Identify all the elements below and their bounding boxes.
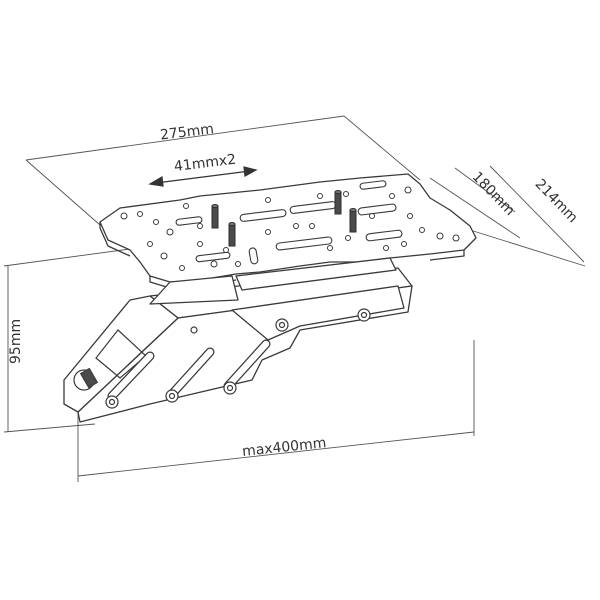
plate-hole	[223, 247, 229, 253]
dimension-lines	[3, 115, 586, 482]
plate-slot	[248, 247, 259, 265]
plate-hole	[345, 235, 351, 241]
plate-hole	[183, 203, 189, 209]
slot-1	[95, 329, 147, 379]
dim-hole-spacing-label: 41mmx2	[173, 152, 237, 175]
plate-hole	[153, 219, 159, 225]
plate-slot	[275, 236, 333, 251]
dim-width-bottom-label: max400mm	[241, 435, 327, 460]
bracket-bolts	[73, 308, 371, 409]
top-plate	[99, 173, 477, 305]
post-icon	[228, 223, 236, 247]
threaded-posts	[211, 190, 357, 247]
plate-hole	[401, 241, 407, 247]
plate-hole	[166, 228, 174, 236]
arrow-head-right-icon	[243, 166, 258, 177]
post-top	[211, 204, 219, 208]
slot-3-inner	[168, 348, 214, 398]
post-icon	[334, 191, 342, 215]
post-top	[228, 222, 236, 226]
post-top	[349, 208, 357, 212]
plate-hole	[327, 245, 333, 251]
dim-275-ext-left	[25, 159, 101, 226]
dim-214-ext	[469, 229, 586, 267]
plate-slot	[175, 216, 203, 226]
post-icon	[349, 209, 357, 233]
plate-hole	[317, 193, 323, 199]
plate-hole	[179, 265, 185, 271]
plate-hole	[369, 213, 375, 219]
plate-slot	[359, 180, 387, 190]
small-hole-icon	[190, 326, 198, 334]
dim-180-line	[429, 177, 521, 239]
plate-slot	[357, 203, 397, 216]
dim-180-ext	[454, 167, 516, 213]
slot-4-inner	[224, 340, 270, 390]
plate-hole	[309, 223, 315, 229]
arrow-head-left-icon	[148, 176, 164, 187]
plate-hole	[147, 241, 153, 247]
post-top	[334, 190, 342, 194]
dim-width-top-label: 275mm	[159, 121, 215, 143]
plate-hole	[137, 211, 143, 217]
bracket-slots	[95, 329, 271, 401]
plate-hole	[265, 229, 271, 235]
bolt-icon	[168, 392, 176, 400]
plate-hole	[404, 186, 412, 194]
plate-neck-right	[235, 257, 397, 291]
plate-hole	[407, 213, 413, 219]
plate-hole	[389, 193, 395, 199]
dim-275-line	[25, 115, 345, 161]
plate-hole	[343, 191, 349, 197]
dim-400-line	[77, 431, 475, 477]
dim-275-ext-right	[343, 115, 421, 181]
plate-hole	[210, 260, 218, 268]
dim-214-line	[489, 165, 585, 263]
bolt-icon	[108, 398, 116, 406]
plate-slot	[365, 229, 403, 242]
plate-hole	[197, 241, 203, 247]
knob-post	[79, 367, 99, 389]
plate-hole	[293, 223, 299, 229]
plate-hole	[197, 223, 203, 229]
dim-height-label: 95mm	[8, 319, 24, 364]
plate-hole	[160, 252, 168, 260]
plate-hole	[436, 232, 444, 240]
plate-hole	[452, 234, 460, 242]
dim-95-ext-bottom	[3, 423, 96, 433]
hole-spacing-arrow	[148, 166, 258, 187]
bracket-mid-step	[231, 285, 405, 341]
dim-depth-outer-label: 214mm	[532, 176, 581, 226]
bolt-icon	[360, 311, 368, 319]
plate-slot	[239, 209, 287, 222]
plate-hole	[265, 197, 271, 203]
plate-outline	[99, 173, 477, 283]
plate-holes	[120, 186, 460, 271]
bolt-icon	[278, 321, 286, 329]
plate-hole	[235, 261, 241, 267]
slot-2-inner	[108, 352, 154, 400]
dim-depth-inner-label: 180mm	[469, 169, 518, 219]
bolt-icon	[226, 384, 234, 392]
plate-hole	[120, 212, 128, 220]
plate-hole	[419, 227, 425, 233]
post-icon	[211, 205, 219, 229]
plate-neck	[149, 275, 239, 305]
plate-hole	[383, 245, 389, 251]
plate-slot	[195, 251, 231, 263]
